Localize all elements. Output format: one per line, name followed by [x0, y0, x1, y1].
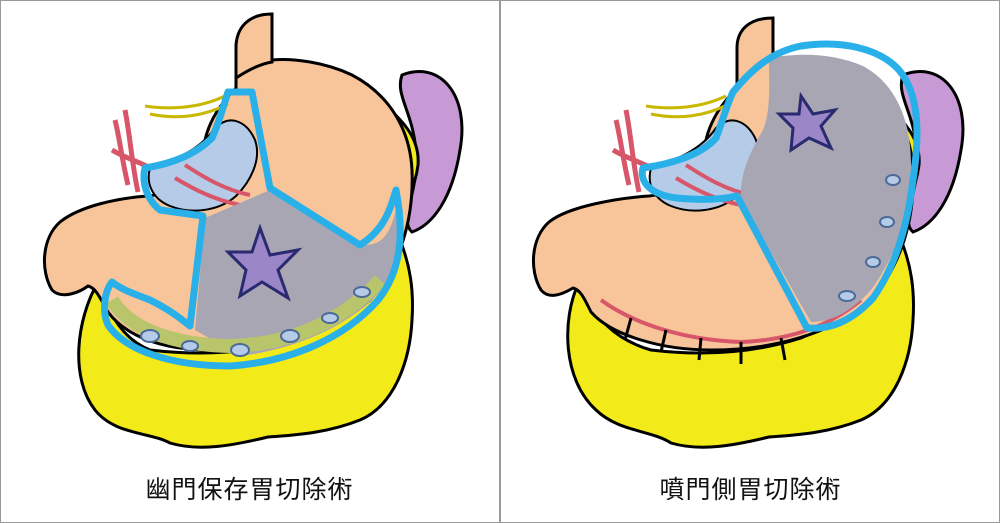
lymph-nodes: [838, 174, 901, 302]
caption-left: 幽門保存胃切除術: [145, 475, 354, 504]
vessels-lesser: [173, 163, 251, 207]
vascular-branches: [623, 317, 787, 364]
panel-proximal-gastrectomy: 噴門側胃切除術: [501, 0, 1000, 523]
resection-outline: [638, 40, 921, 332]
panel-pylorus-preserving: 幽門保存胃切除術: [0, 0, 499, 523]
omentum-band: [106, 275, 386, 354]
panel-divider: [499, 0, 501, 523]
fat-strands: [645, 94, 730, 119]
resection-outline: [101, 88, 404, 370]
gastroepiploic-arcade: [599, 298, 863, 345]
spleen: [398, 70, 464, 234]
stomach-illustration-right: [531, 16, 965, 449]
omentum-fat: [566, 236, 915, 449]
esophagus: [234, 12, 274, 81]
lesion-star: [775, 91, 839, 153]
resected-region: [740, 54, 911, 322]
stomach-illustration-left: [42, 12, 464, 449]
lymph-nodes: [140, 286, 371, 357]
caption-right: 噴門側胃切除術: [659, 475, 842, 504]
lesion-star: [224, 223, 303, 302]
